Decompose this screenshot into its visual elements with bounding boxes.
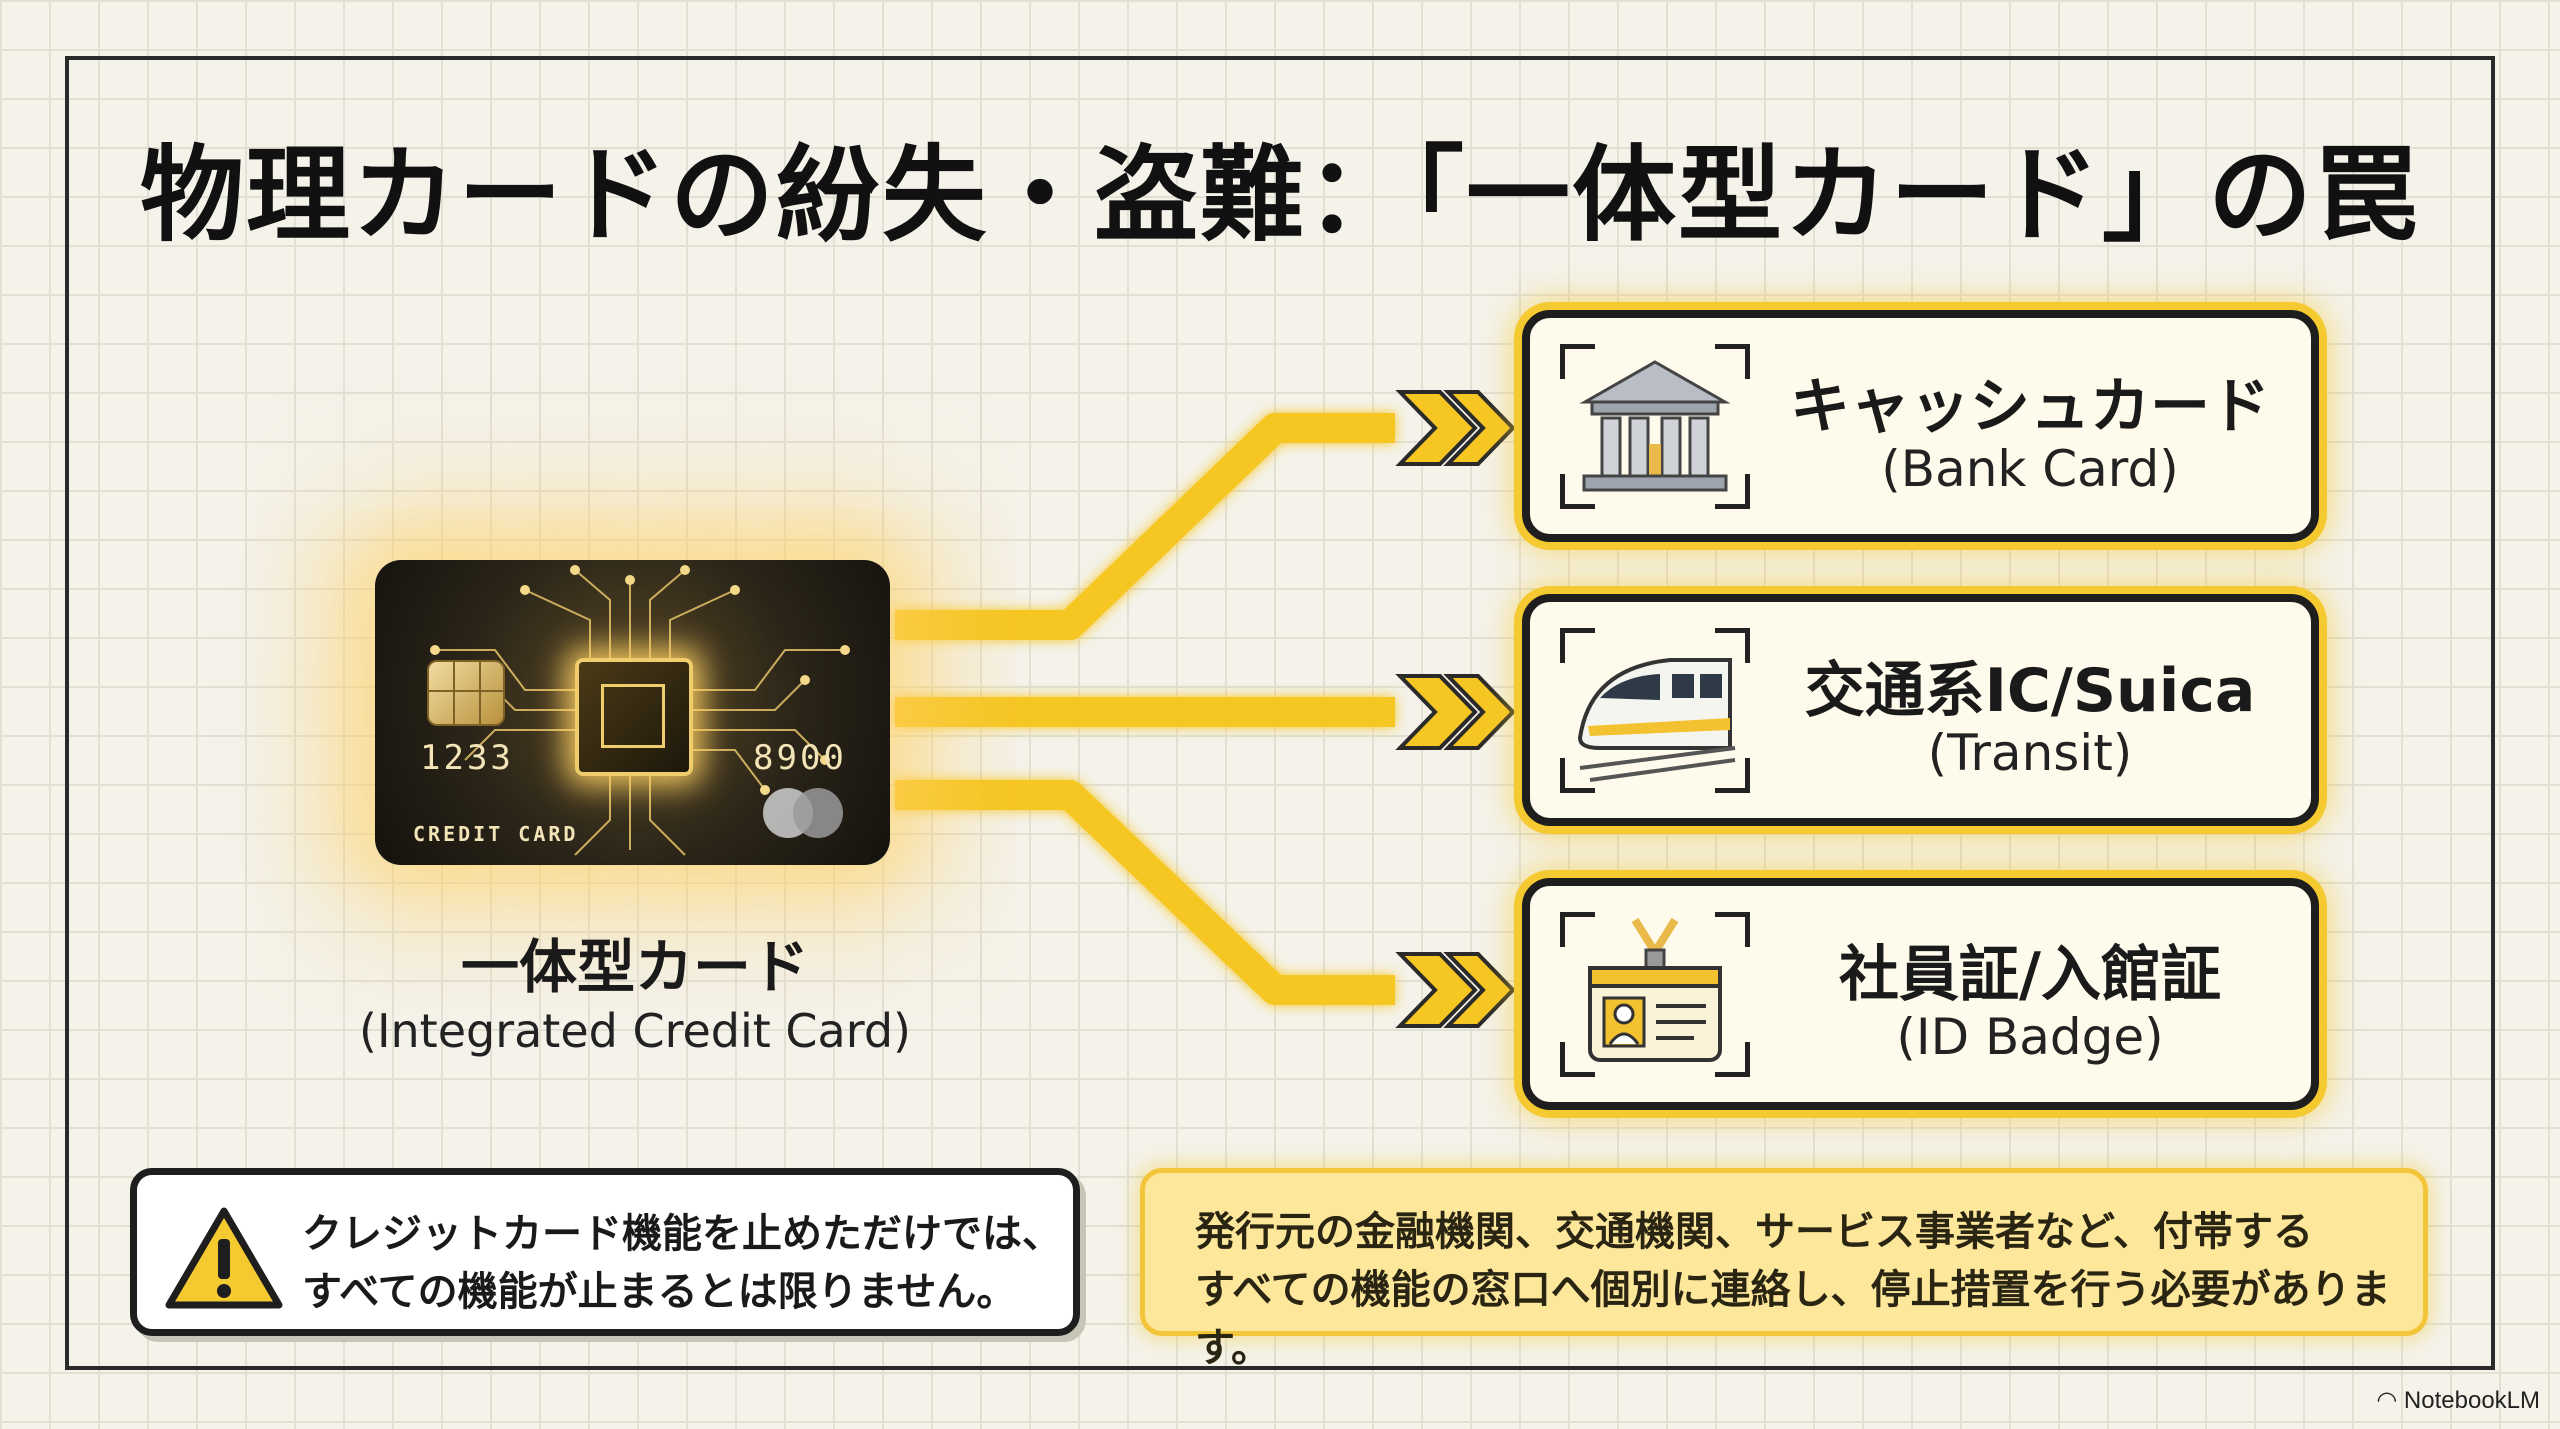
action-note-text: 発行元の金融機関、交通機関、サービス事業者など、付帯する すべての機能の窓口へ個… [1195,1209,2391,1371]
target-id-badge: 社員証/入館証 (ID Badge) [1522,878,2319,1110]
chevron-transit [1395,674,1478,750]
notebooklm-logo-icon: ◠ [2376,1387,2404,1414]
target-bank-card: キャッシュカード (Bank Card) [1522,310,2319,542]
icon-frame [1560,344,1750,509]
target-title: 交通系IC/Suica [1804,656,2256,726]
target-transit: 交通系IC/Suica (Transit) [1522,594,2319,826]
glowing-processor-icon [575,658,693,776]
icon-frame [1560,628,1750,793]
icon-frame [1560,912,1750,1077]
warning-icon [165,1207,283,1309]
integrated-credit-card: 1233 8900 CREDIT CARD [375,560,890,865]
bank-icon [1579,360,1731,492]
target-subtitle: (ID Badge) [1896,1008,2164,1066]
warning-text: クレジットカード機能を止めただけでは、 すべての機能が止まるとは限りません。 [302,1211,1062,1315]
card-number-right: 8900 [753,738,847,778]
target-title: キャッシュカード [1790,372,2270,442]
card-brand-text: CREDIT CARD [413,822,579,846]
source-sublabel: (Integrated Credit Card) [359,1004,911,1058]
slide-title: 物理カードの紛失・盗難：「一体型カード」の罠 [139,134,2420,256]
source-label: 一体型カード [460,933,809,1001]
emv-chip [427,660,505,726]
notebooklm-watermark: ◠ NotebookLM [2376,1387,2540,1414]
train-icon [1577,658,1736,782]
network-logo-right-circle [793,788,843,838]
target-title: 社員証/入館証 [1839,940,2221,1010]
warning-box: クレジットカード機能を止めただけでは、 すべての機能が止まるとは限りません。 [130,1168,1080,1336]
id-badge-icon [1588,917,1722,1062]
card-number-left: 1233 [420,738,514,778]
action-note-box: 発行元の金融機関、交通機関、サービス事業者など、付帯する すべての機能の窓口へ個… [1140,1168,2428,1371]
chevron-bank [1395,390,1478,466]
chevron-badge [1395,952,1478,1028]
connector-bank [895,413,1395,640]
slide-frame [65,56,2495,1370]
target-subtitle: (Bank Card) [1881,440,2179,498]
connector-badge [895,780,1395,1005]
target-subtitle: (Transit) [1927,724,2133,782]
